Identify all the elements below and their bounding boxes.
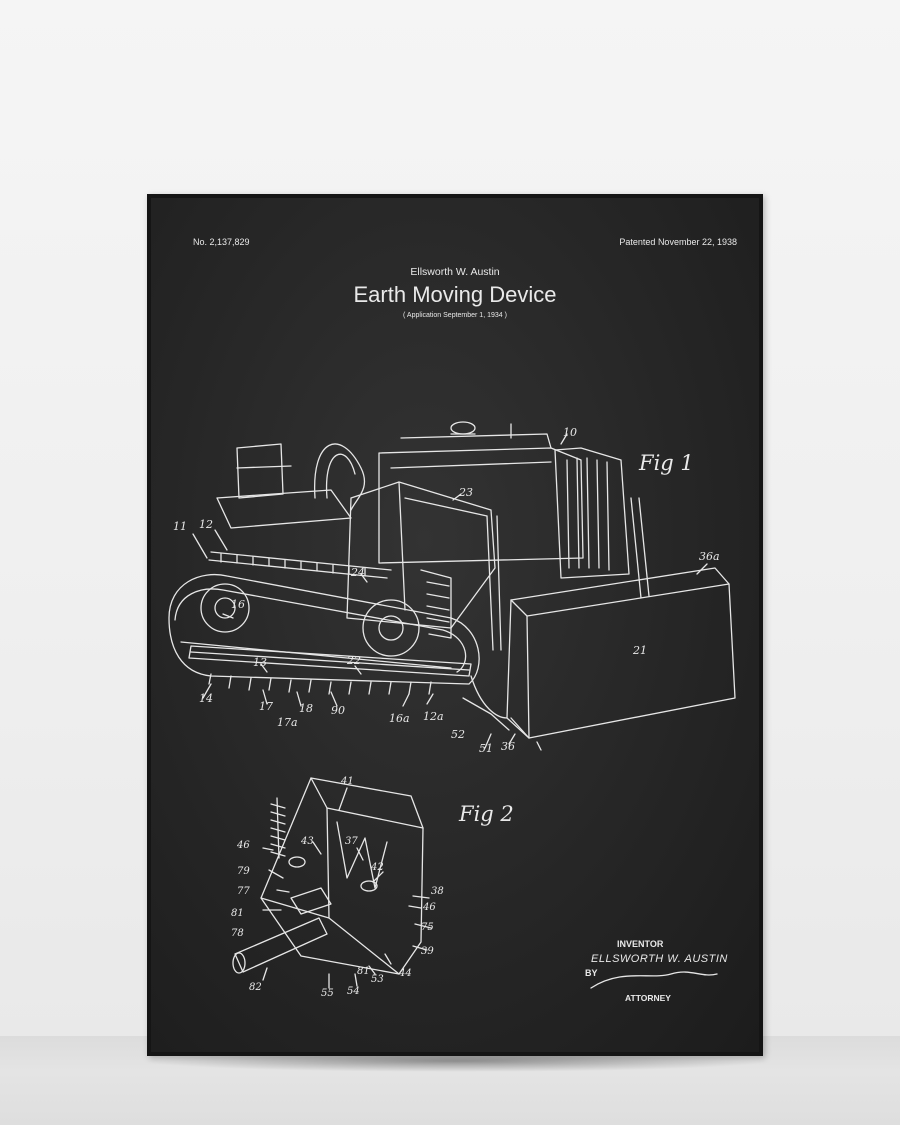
poster-title: Earth Moving Device <box>353 282 557 307</box>
fig2-label: Fig 2 <box>459 802 514 826</box>
ref-36: 36 <box>501 740 515 753</box>
ref-81: 81 <box>231 908 244 919</box>
blade-detail-figure <box>232 777 432 989</box>
ref-41: 41 <box>340 776 354 787</box>
ref-36a: 36a <box>699 550 720 563</box>
patent-number: No. 2,137,829 <box>193 237 250 247</box>
ref-17a: 17a <box>277 716 298 729</box>
ref-46b: 46 <box>422 902 436 913</box>
ref-11: 11 <box>173 520 187 533</box>
ref-16: 16 <box>231 598 245 611</box>
inventor-name-heading: Ellsworth W. Austin <box>410 266 500 278</box>
ref-42: 42 <box>370 862 384 873</box>
ref-54: 54 <box>347 986 360 997</box>
ref-18: 18 <box>299 702 313 715</box>
inventor-label: INVENTOR <box>617 939 664 949</box>
ref-24: 24 <box>350 566 365 579</box>
ref-77: 77 <box>237 886 250 897</box>
ref-55: 55 <box>321 988 334 999</box>
ref-82: 82 <box>249 982 262 993</box>
ref-53: 53 <box>371 974 384 985</box>
ref-38: 38 <box>431 886 444 897</box>
ref-90: 90 <box>331 704 345 717</box>
ref-43: 43 <box>300 836 314 847</box>
ref-17: 17 <box>259 700 273 713</box>
ref-21: 21 <box>632 644 647 657</box>
ref-51: 51 <box>479 742 493 755</box>
fig2-reference-numbers: 41 46 43 37 79 42 77 38 81 46 75 78 39 4… <box>231 776 444 999</box>
ref-37: 37 <box>345 836 358 847</box>
ref-78: 78 <box>231 928 244 939</box>
ref-44: 44 <box>398 968 412 979</box>
patented-date: Patented November 22, 1938 <box>619 237 737 247</box>
ref-52: 52 <box>451 728 465 741</box>
ref-46: 46 <box>236 840 250 851</box>
fig1-reference-numbers: 10 11 12 13 14 16 17 17a 18 21 22 23 24 … <box>173 426 720 755</box>
ref-81b: 81 <box>357 966 370 977</box>
ref-12a: 12a <box>423 710 444 723</box>
by-label: BY <box>585 968 598 978</box>
ref-39: 39 <box>421 946 434 957</box>
ref-75: 75 <box>421 922 434 933</box>
ref-14: 14 <box>199 692 213 705</box>
fig1-label: Fig 1 <box>639 451 694 475</box>
ref-22: 22 <box>346 654 361 667</box>
patent-poster: No. 2,137,829 Patented November 22, 1938… <box>151 198 759 1052</box>
ref-23: 23 <box>458 486 473 499</box>
ref-13: 13 <box>253 656 267 669</box>
ref-16a: 16a <box>389 712 410 725</box>
ref-10: 10 <box>563 426 577 439</box>
ref-12: 12 <box>199 518 213 531</box>
poster-frame: No. 2,137,829 Patented November 22, 1938… <box>147 194 763 1056</box>
attorney-label: ATTORNEY <box>625 993 671 1003</box>
ref-79: 79 <box>237 866 250 877</box>
application-date: ( Application September 1, 1934 ) <box>403 312 507 319</box>
bulldozer-figure <box>168 421 736 751</box>
signature-flourish <box>590 971 718 989</box>
patent-drawing: 10 11 12 13 14 16 17 17a 18 21 22 23 24 … <box>168 421 736 999</box>
inventor-signature: ELLSWORTH W. AUSTIN <box>591 953 728 965</box>
